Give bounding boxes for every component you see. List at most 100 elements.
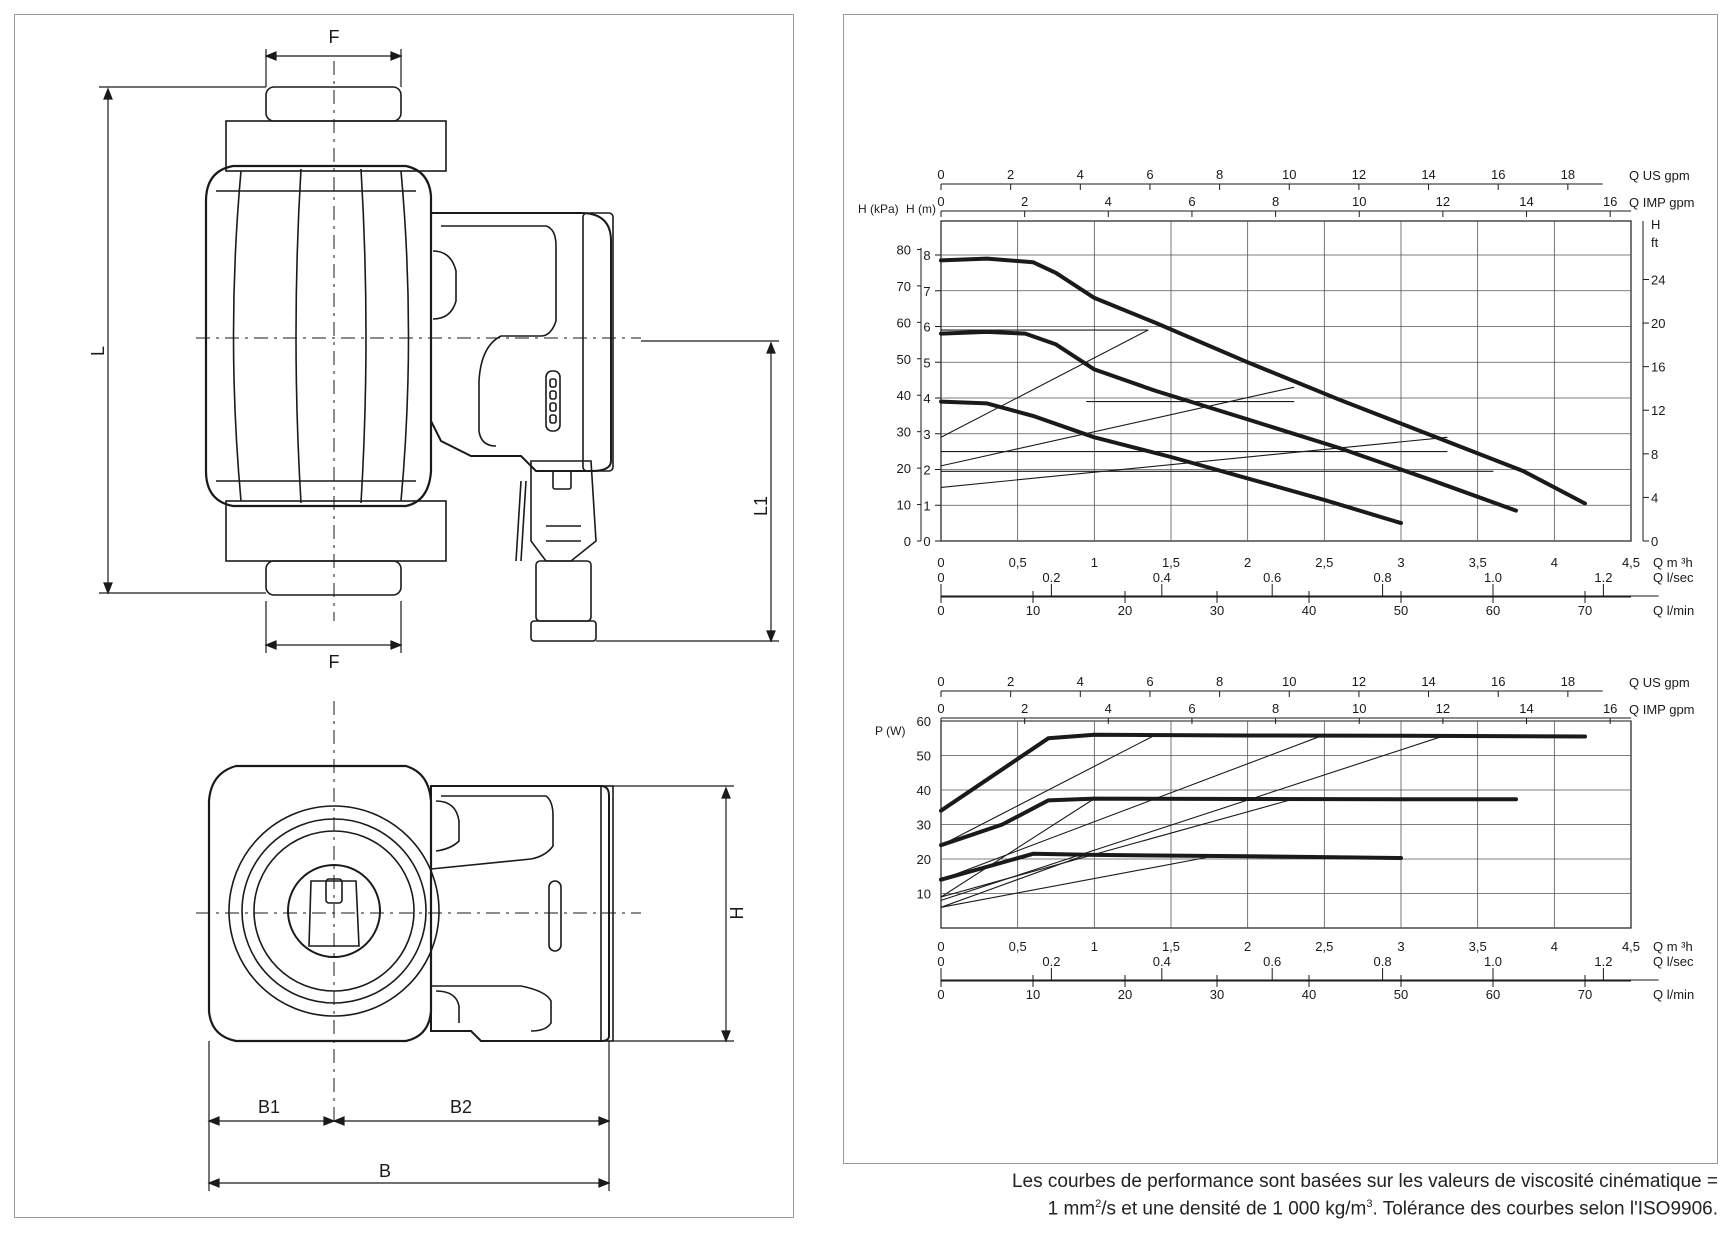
m3h-tick-label: 4	[1551, 555, 1558, 570]
head-kpa-tick-label: 10	[897, 498, 911, 513]
technical-drawing-panel: F F L L1 H B1 B2 B	[14, 14, 794, 1218]
head-ft-tick-label: 16	[1651, 360, 1665, 375]
power-series-9	[940, 853, 1088, 908]
power-tick-label: 10	[917, 887, 931, 902]
head-kpa-axis-label: H (kPa)	[858, 202, 899, 216]
m3h-tick-label: 0,5	[1009, 939, 1027, 954]
power-series-6	[940, 734, 1448, 901]
power-tick-label: 30	[917, 818, 931, 833]
lsec-axis-label: Q l/sec	[1653, 954, 1694, 969]
m3h-tick-label: 1	[1091, 555, 1098, 570]
m3h-axis-label: Q m ³h	[1653, 939, 1693, 954]
us-gpm-tick-label: 6	[1146, 674, 1153, 689]
head-series-8	[940, 329, 1149, 438]
lsec-tick-label: 0.8	[1374, 954, 1392, 969]
lmin-axis-label: Q l/min	[1653, 987, 1694, 1002]
m3h-tick-label: 1	[1091, 939, 1098, 954]
m3h-tick-label: 2	[1244, 555, 1251, 570]
head-kpa-tick-label: 70	[897, 279, 911, 294]
lmin-tick-label: 10	[1026, 987, 1040, 1002]
lmin-tick-label: 50	[1394, 987, 1408, 1002]
us-gpm-tick-label: 16	[1491, 167, 1505, 182]
power-series-10	[940, 854, 1218, 908]
lmin-tick-label: 40	[1302, 603, 1316, 618]
performance-note-line2-c: . Tolérance des courbes selon l'ISO9906.	[1372, 1198, 1719, 1220]
performance-note-line2-b: /s et une densité de 1 000 kg/m	[1101, 1198, 1367, 1220]
head-m-tick-label: 8	[923, 248, 930, 263]
us-gpm-tick-label: 8	[1216, 167, 1223, 182]
lsec-tick-label: 0.2	[1042, 954, 1060, 969]
head-ft-tick-label: 0	[1651, 534, 1658, 549]
imp-gpm-tick-label: 14	[1519, 194, 1533, 209]
dimension-label-f-bottom: F	[329, 652, 340, 672]
head-ft-axis-label-ft: ft	[1651, 235, 1659, 250]
us-gpm-tick-label: 18	[1561, 167, 1575, 182]
m3h-tick-label: 0	[937, 939, 944, 954]
pump-technical-drawing: F F L L1 H B1 B2 B	[88, 27, 779, 1191]
head-m-tick-label: 5	[923, 355, 930, 370]
power-tick-label: 20	[917, 852, 931, 867]
m3h-tick-label: 2,5	[1315, 939, 1333, 954]
m3h-tick-label: 1,5	[1162, 939, 1180, 954]
head-m-tick-label: 7	[923, 284, 930, 299]
power-series-4	[940, 734, 1157, 846]
imp-gpm-tick-label: 6	[1188, 701, 1195, 716]
imp-gpm-tick-label: 12	[1436, 194, 1450, 209]
m3h-tick-label: 2	[1244, 939, 1251, 954]
lmin-tick-label: 0	[937, 603, 944, 618]
dimension-label-f-top: F	[329, 27, 340, 47]
us-gpm-tick-label: 0	[937, 674, 944, 689]
us-gpm-tick-label: 14	[1421, 167, 1435, 182]
lsec-tick-label: 0	[937, 570, 944, 585]
head-ft-axis-label-h: H	[1651, 217, 1660, 232]
head-kpa-tick-label: 0	[904, 534, 911, 549]
us-gpm-tick-label: 2	[1007, 167, 1014, 182]
m3h-tick-label: 4,5	[1622, 555, 1640, 570]
head-ft-tick-label: 20	[1651, 316, 1665, 331]
imp-gpm-tick-label: 4	[1105, 701, 1112, 716]
imp-gpm-tick-label: 2	[1021, 194, 1028, 209]
us-gpm-tick-label: 12	[1352, 674, 1366, 689]
head-series-3	[939, 399, 1403, 526]
head-m-tick-label: 0	[923, 534, 930, 549]
m3h-tick-label: 3,5	[1469, 939, 1487, 954]
m3h-tick-label: 4	[1551, 939, 1558, 954]
lmin-tick-label: 10	[1026, 603, 1040, 618]
imp-gpm-tick-label: 8	[1272, 701, 1279, 716]
us-gpm-tick-label: 18	[1561, 674, 1575, 689]
performance-note-sup2: 3	[1366, 1198, 1373, 1210]
dimension-lines-bottom	[207, 785, 734, 1191]
imp-gpm-tick-label: 16	[1603, 194, 1617, 209]
lmin-tick-label: 60	[1486, 603, 1500, 618]
imp-gpm-tick-label: 4	[1105, 194, 1112, 209]
m3h-tick-label: 2,5	[1315, 555, 1333, 570]
performance-note-line2-a: 1 mm	[1047, 1198, 1096, 1220]
power-series-2	[939, 796, 1518, 848]
m3h-tick-label: 0	[937, 555, 944, 570]
head-m-tick-label: 1	[923, 498, 930, 513]
lsec-tick-label: 0.4	[1153, 570, 1171, 585]
us-gpm-tick-label: 8	[1216, 674, 1223, 689]
us-gpm-tick-label: 10	[1282, 674, 1296, 689]
dimension-label-b2: B2	[450, 1097, 472, 1117]
head-kpa-tick-label: 40	[897, 388, 911, 403]
dimension-label-b: B	[379, 1161, 391, 1181]
lmin-tick-label: 70	[1578, 987, 1592, 1002]
us-gpm-tick-label: 14	[1421, 674, 1435, 689]
lsec-tick-label: 0.6	[1263, 570, 1281, 585]
us-gpm-axis-label: Q US gpm	[1629, 168, 1690, 183]
us-gpm-tick-label: 12	[1352, 167, 1366, 182]
lmin-tick-label: 30	[1210, 987, 1224, 1002]
lsec-tick-label: 0.6	[1263, 954, 1281, 969]
m3h-tick-label: 3,5	[1469, 555, 1487, 570]
m3h-tick-label: 3	[1397, 555, 1404, 570]
us-gpm-axis-label: Q US gpm	[1629, 675, 1690, 690]
dimension-label-l1: L1	[751, 496, 771, 516]
power-series-7	[940, 798, 1095, 898]
m3h-axis-label: Q m ³h	[1653, 555, 1693, 570]
power-series-3	[939, 851, 1403, 882]
imp-gpm-axis-label: Q IMP gpm	[1629, 702, 1695, 717]
lsec-tick-label: 1.2	[1594, 954, 1612, 969]
